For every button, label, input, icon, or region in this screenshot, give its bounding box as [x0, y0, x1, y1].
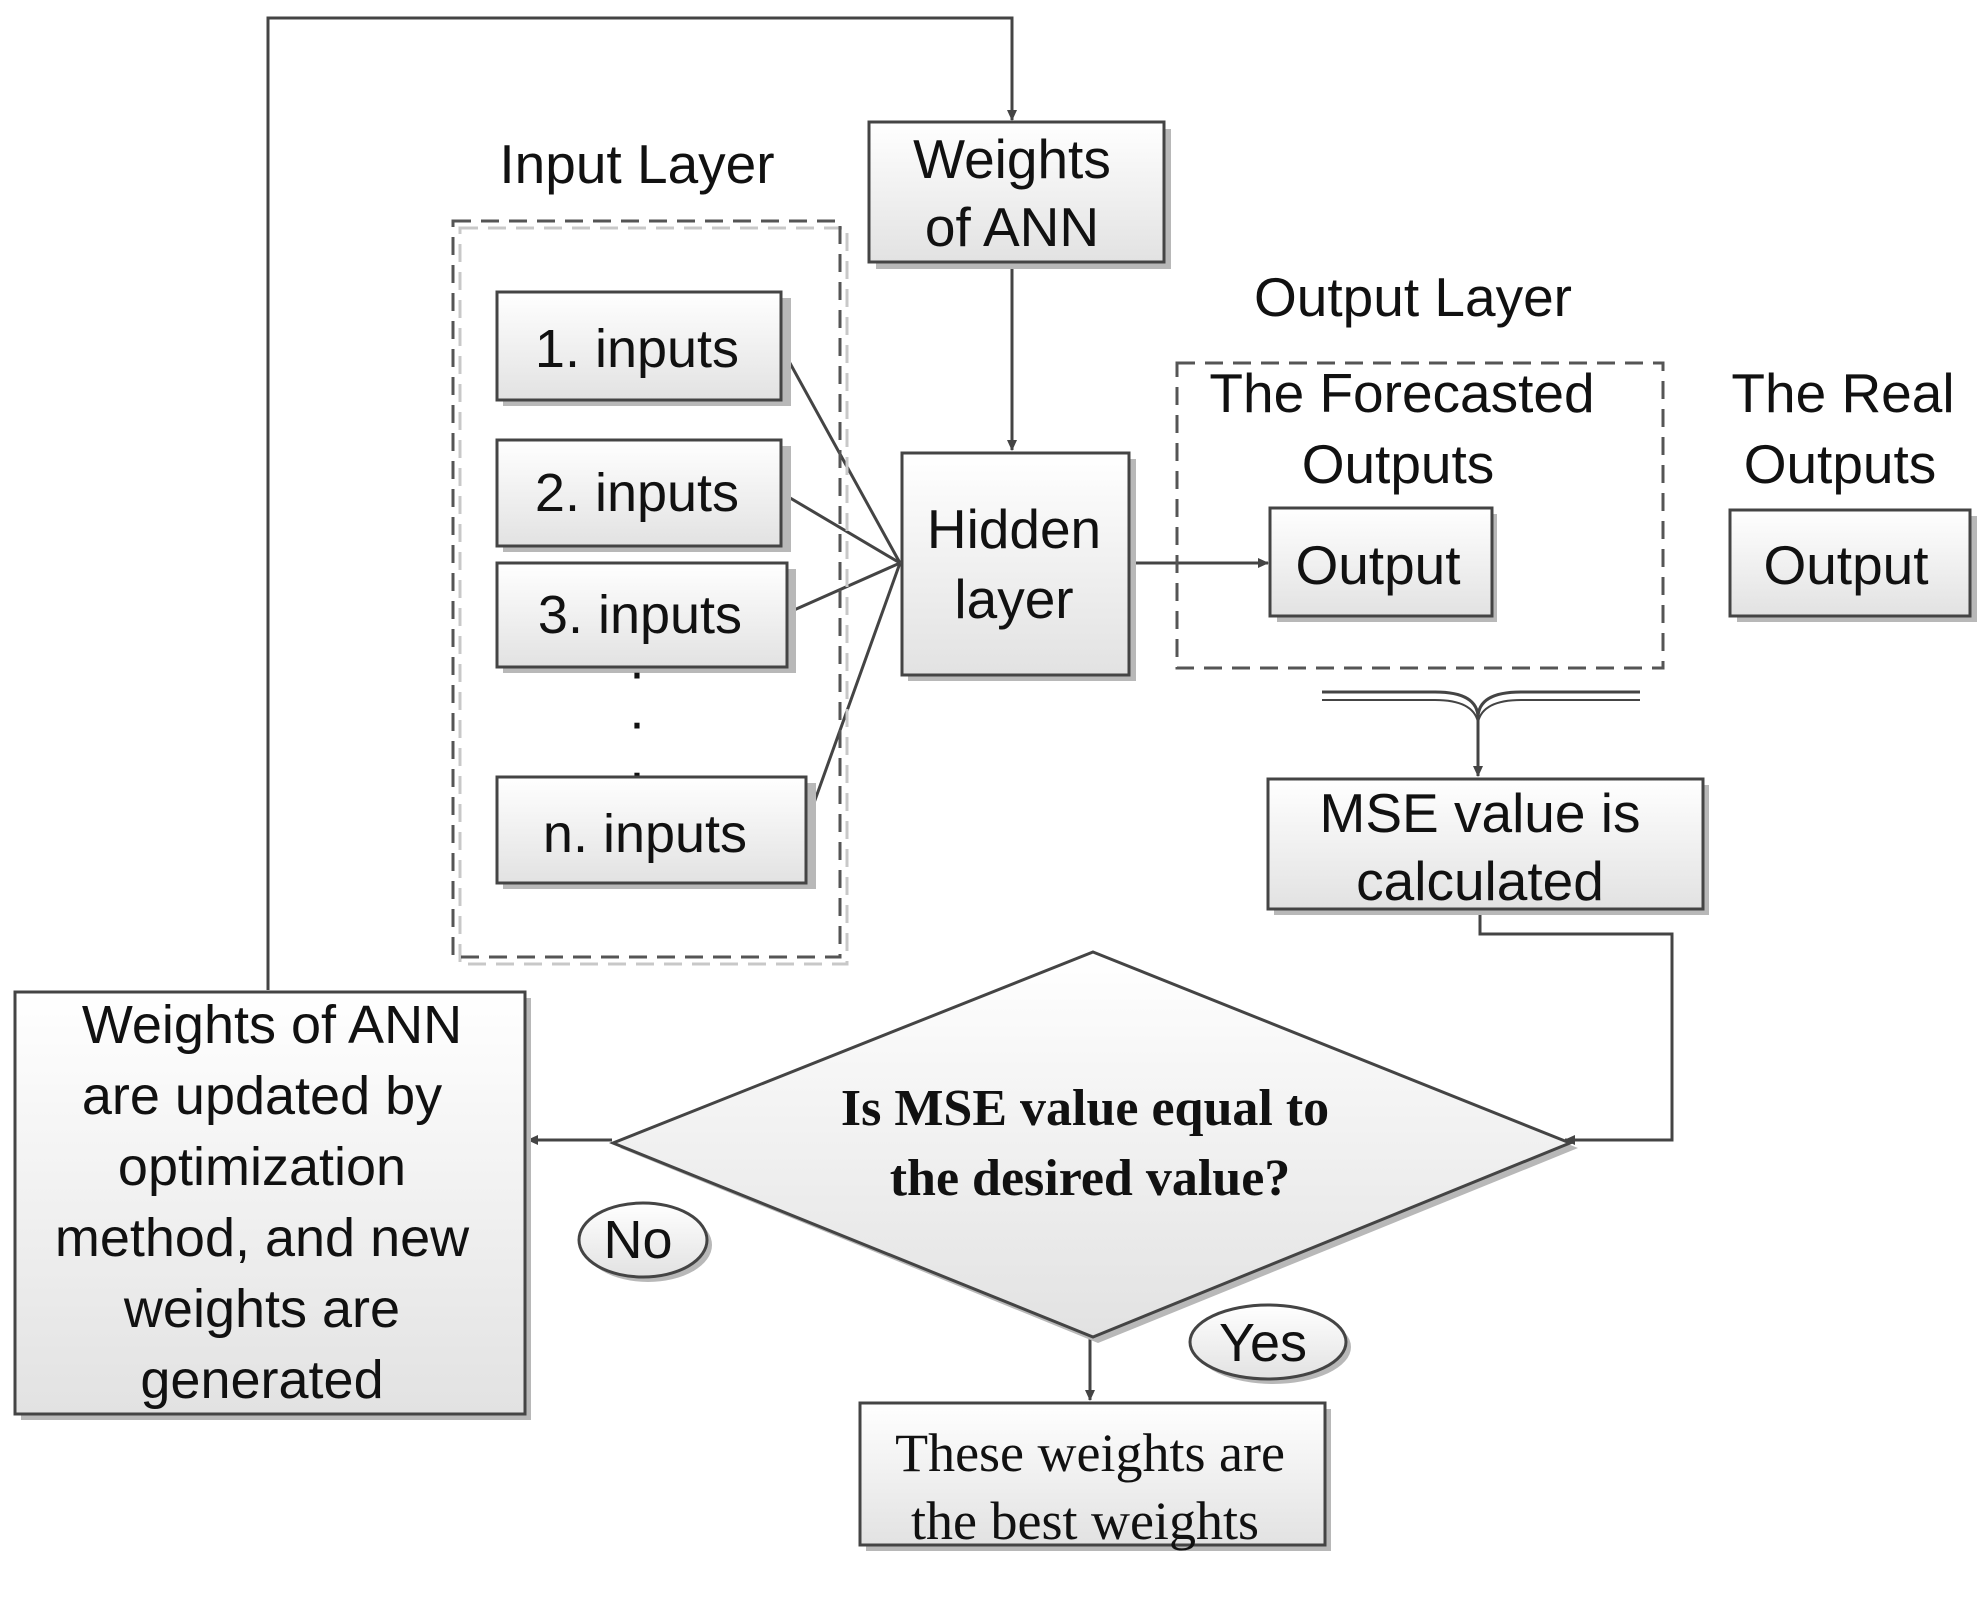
real-outputs-line1: The Real	[1731, 362, 1954, 424]
hidden-layer-line2: layer	[954, 568, 1073, 630]
connectors	[266, 16, 1674, 1401]
input-box-2: 2. inputs	[495, 438, 791, 552]
update-box-line5: weights are	[123, 1279, 400, 1339]
input2-to-hidden-line	[779, 490, 901, 565]
mse-box: MSE value is calculated	[1266, 777, 1709, 915]
ellipsis-dot-1: ·	[628, 642, 646, 702]
inputn-to-hidden-line	[803, 562, 902, 829]
forecast-output-label: Output	[1295, 534, 1460, 596]
hidden-layer-line1: Hidden	[927, 498, 1101, 560]
input-layer-dashed-box	[451, 219, 842, 959]
real-output-label: Output	[1763, 534, 1928, 596]
update-weights-box: Weights of ANN are updated by optimizati…	[13, 990, 531, 1420]
input-box-3: 3. inputs	[495, 561, 796, 673]
input-1-label: 1. inputs	[535, 319, 739, 379]
forecasted-outputs-line1: The Forecasted	[1209, 362, 1594, 424]
decision-diamond: Is MSE value equal to the desired value?	[608, 950, 1578, 1343]
input-box-n: n. inputs	[495, 775, 816, 889]
input-3-label: 3. inputs	[538, 585, 742, 645]
real-outputs-line2: Outputs	[1744, 433, 1937, 495]
no-label: No	[603, 1210, 672, 1270]
update-box-line6: generated	[140, 1350, 383, 1410]
decision-line1: Is MSE value equal to	[841, 1080, 1329, 1137]
mse-box-line2: calculated	[1356, 850, 1604, 912]
update-box-line1: Weights of ANN	[82, 995, 462, 1055]
output-layer-dashed-box	[1175, 361, 1665, 670]
mse-box-line1: MSE value is	[1320, 782, 1641, 844]
no-label-badge: No	[577, 1201, 712, 1282]
weights-of-ann-box: Weights of ANN	[867, 120, 1171, 269]
ellipsis-dot-2: ·	[628, 692, 646, 752]
forecast-output-box: Output	[1268, 506, 1497, 622]
hidden-layer-box: Hidden layer	[900, 451, 1136, 681]
output-layer-label: Output Layer	[1254, 266, 1572, 328]
input-box-1: 1. inputs	[495, 290, 791, 406]
real-output-box: Output	[1728, 508, 1977, 622]
yes-label: Yes	[1219, 1313, 1307, 1373]
input-layer-label: Input Layer	[499, 133, 774, 195]
yes-label-badge: Yes	[1188, 1303, 1351, 1384]
decision-line2: the desired value?	[890, 1150, 1291, 1207]
forecasted-outputs-line2: Outputs	[1302, 433, 1495, 495]
mse-to-decision-arrow	[1478, 908, 1674, 1145]
input-2-label: 2. inputs	[535, 463, 739, 523]
weights-box-line1: Weights	[913, 128, 1111, 190]
best-box-line1: These weights are	[895, 1423, 1285, 1483]
input-n-label: n. inputs	[543, 804, 747, 864]
weights-box-line2: of ANN	[925, 196, 1099, 258]
input-layer-dashed-shadow	[458, 226, 849, 966]
update-box-line4: method, and new	[55, 1208, 470, 1268]
update-box-line2: are updated by	[82, 1066, 442, 1126]
feedback-loop-arrow	[266, 16, 1017, 990]
update-box-line3: optimization	[118, 1137, 406, 1197]
input3-to-hidden-line	[784, 561, 901, 616]
best-box-line2: the best weights	[911, 1491, 1259, 1551]
best-weights-box: These weights are the best weights	[858, 1401, 1331, 1551]
